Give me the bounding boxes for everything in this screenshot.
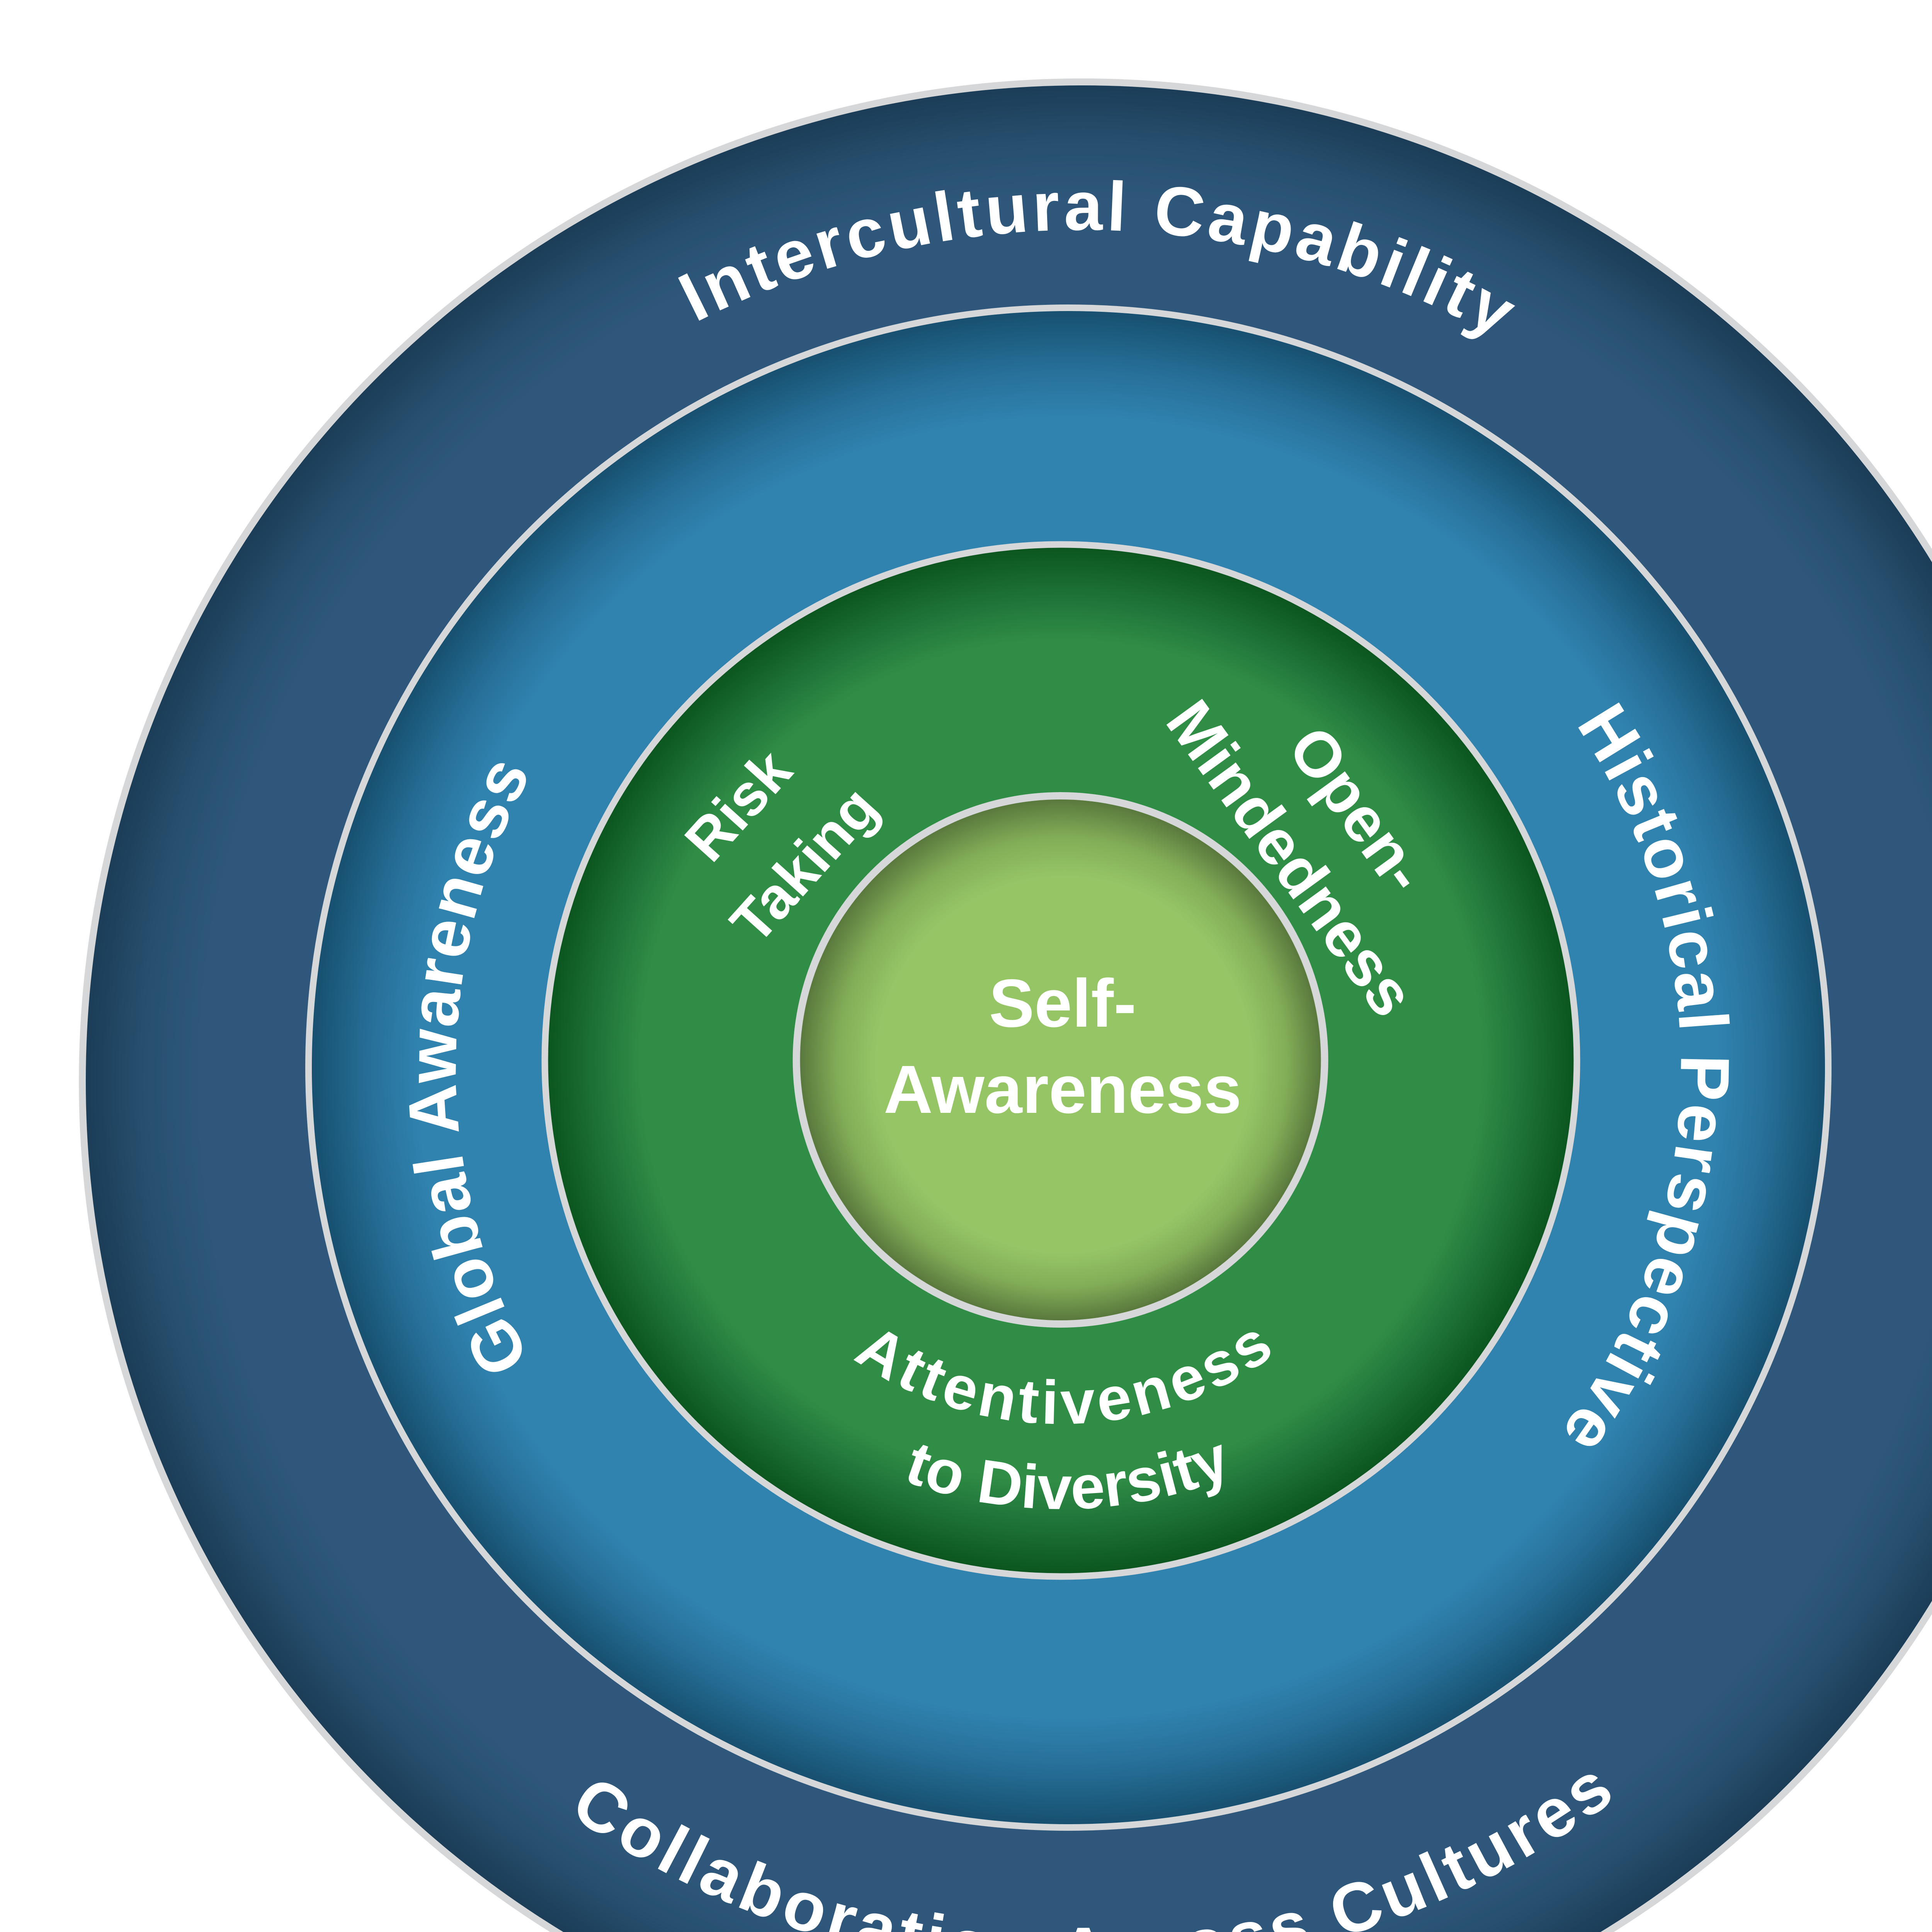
svg-text:Awareness: Awareness [884, 1052, 1242, 1128]
svg-text:Self-: Self- [989, 966, 1136, 1041]
